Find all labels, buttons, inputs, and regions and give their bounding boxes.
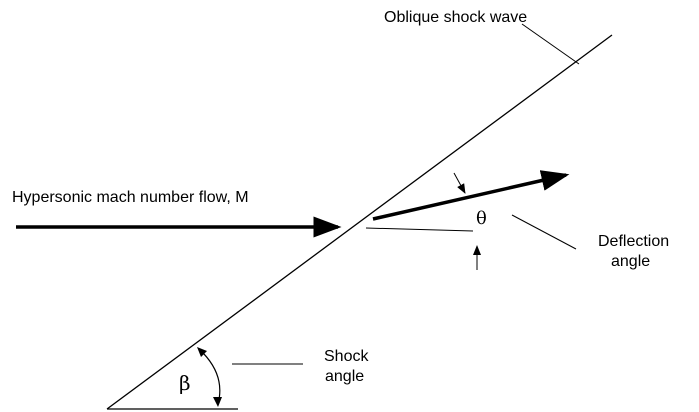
incoming-flow-label: Hypersonic mach number flow, M <box>12 189 249 206</box>
theta-symbol: θ <box>476 208 487 229</box>
shock-angle-arc-head-bottom <box>213 397 222 407</box>
shock-angle-arc-head-top <box>197 347 207 357</box>
shock-angle-label-line2: angle <box>325 368 364 385</box>
deflection-top-arrow <box>453 172 466 194</box>
shock-wave-label: Oblique shock wave <box>384 9 527 26</box>
shock-wave-leader <box>521 23 580 65</box>
deflection-label-line1: Deflection <box>598 233 669 250</box>
shock-wave-line <box>106 34 613 410</box>
deflection-leader <box>511 214 577 250</box>
deflection-reference-line <box>365 227 474 232</box>
deflection-label-line2: angle <box>611 253 650 270</box>
shock-angle-arc <box>198 348 221 405</box>
deflected-flow-arrow <box>372 170 570 221</box>
shock-angle-label-line1: Shock <box>324 348 369 365</box>
beta-symbol: β <box>179 371 191 395</box>
